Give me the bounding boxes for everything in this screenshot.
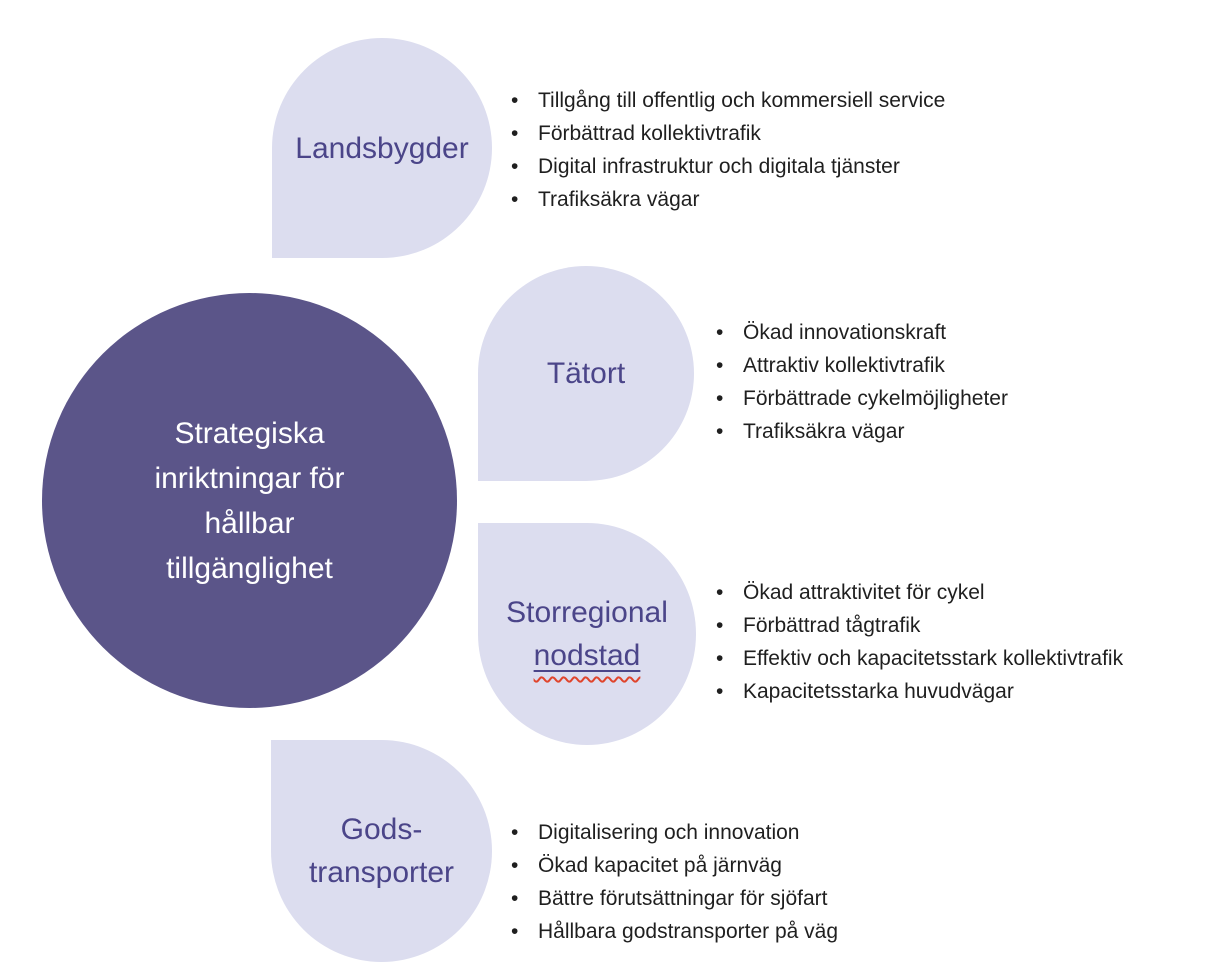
bullet-text: Digital infrastruktur och digitala tjäns… (538, 155, 900, 178)
bullet-dot-icon: • (716, 581, 724, 604)
bullet-dot-icon: • (716, 420, 724, 443)
bullet-text: Kapacitetsstarka huvudvägar (743, 680, 1014, 703)
bullet-text: Förbättrad kollektivtrafik (538, 122, 761, 145)
bullet-text: Bättre förutsättningar för sjöfart (538, 887, 828, 910)
bullet-item: • Digitalisering och innovation (505, 816, 838, 849)
bullet-dot-icon: • (716, 647, 724, 670)
bullet-list-landsbygder[interactable]: • Tillgång till offentlig och kommersiel… (505, 84, 945, 216)
bullet-dot-icon: • (511, 854, 519, 877)
bullet-item: • Ökad innovationskraft (710, 316, 1008, 349)
node-landsbygder[interactable]: Landsbygder (272, 38, 492, 258)
node-storregional-nodstad[interactable]: Storregional nodstad (478, 523, 696, 745)
bullet-list-storregional[interactable]: • Ökad attraktivitet för cykel • Förbätt… (710, 576, 1123, 708)
bullet-dot-icon: • (716, 321, 724, 344)
bullet-text: Ökad attraktivitet för cykel (743, 581, 985, 604)
node-label-line: transporter (308, 856, 455, 889)
bullet-list-godstransporter[interactable]: • Digitalisering och innovation • Ökad k… (505, 816, 838, 948)
bullet-dot-icon: • (511, 920, 519, 943)
bullet-item: • Förbättrade cykelmöjligheter (710, 382, 1008, 415)
bullet-text: Förbättrade cykelmöjligheter (743, 387, 1008, 410)
bullet-text: Förbättrad tågtrafik (743, 614, 921, 637)
node-label-line: Storregional (506, 596, 668, 629)
center-label-line: Strategiska (174, 416, 325, 450)
bullet-dot-icon: • (716, 680, 724, 703)
bullet-item: • Förbättrad kollektivtrafik (505, 117, 945, 150)
bullet-dot-icon: • (511, 887, 519, 910)
bullet-text: Trafiksäkra vägar (538, 188, 700, 211)
center-label-line: inriktningar för (154, 461, 345, 495)
node-label-line: Landsbygder (295, 131, 469, 165)
node-storregional-label: Storregional nodstad (506, 591, 668, 677)
bullet-text: Effektiv och kapacitetsstark kollektivtr… (743, 647, 1124, 670)
bullet-item: • Kapacitetsstarka huvudvägar (710, 675, 1123, 708)
bullet-dot-icon: • (716, 354, 724, 377)
bullet-dot-icon: • (511, 89, 519, 112)
bullet-dot-icon: • (716, 614, 724, 637)
bullet-text: Tillgång till offentlig och kommersiell … (538, 89, 946, 112)
bullet-item: • Effektiv och kapacitetsstark kollektiv… (710, 642, 1123, 675)
node-tatort-label: Tätort (547, 352, 625, 395)
node-godstransporter-label: Gods- transporter (309, 808, 454, 894)
bullet-dot-icon: • (511, 155, 519, 178)
bullet-dot-icon: • (511, 122, 519, 145)
bullet-item: • Attraktiv kollektivtrafik (710, 349, 1008, 382)
center-label-line: tillgänglighet (166, 551, 333, 585)
node-godstransporter[interactable]: Gods- transporter (271, 740, 492, 962)
bullet-text: Ökad kapacitet på järnväg (538, 854, 782, 877)
bullet-dot-icon: • (716, 387, 724, 410)
bullet-item: • Förbättrad tågtrafik (710, 609, 1123, 642)
node-landsbygder-label: Landsbygder (295, 127, 468, 170)
bullet-item: • Ökad attraktivitet för cykel (710, 576, 1123, 609)
bullet-dot-icon: • (511, 821, 519, 844)
node-label-line: Tätort (546, 357, 626, 390)
bullet-text: Digitalisering och innovation (538, 821, 800, 844)
center-label-line: hållbar (204, 506, 295, 540)
bullet-text: Ökad innovationskraft (743, 321, 947, 344)
bullet-text: Hållbara godstransporter på väg (538, 920, 839, 943)
node-tatort[interactable]: Tätort (478, 266, 694, 481)
bullet-dot-icon: • (511, 188, 519, 211)
bullet-item: • Trafiksäkra vägar (505, 183, 945, 216)
bullet-item: • Digital infrastruktur och digitala tjä… (505, 150, 945, 183)
misspelled-word-underline: nodstad (506, 634, 668, 677)
center-node-label: Strategiska inriktningar för hållbar til… (154, 411, 344, 591)
bullet-item: • Bättre förutsättningar för sjöfart (505, 882, 838, 915)
bullet-text: Trafiksäkra vägar (743, 420, 905, 443)
bullet-list-tatort[interactable]: • Ökad innovationskraft • Attraktiv koll… (710, 316, 1008, 448)
bullet-item: • Trafiksäkra vägar (710, 415, 1008, 448)
bullet-item: • Tillgång till offentlig och kommersiel… (505, 84, 945, 117)
bullet-item: • Ökad kapacitet på järnväg (505, 849, 838, 882)
bullet-item: • Hållbara godstransporter på väg (505, 915, 838, 948)
bullet-text: Attraktiv kollektivtrafik (743, 354, 945, 377)
node-label-line: Gods- (340, 813, 423, 846)
center-node-strategiska-inriktningar[interactable]: Strategiska inriktningar för hållbar til… (42, 293, 457, 708)
node-label-line: nodstad (533, 639, 641, 672)
